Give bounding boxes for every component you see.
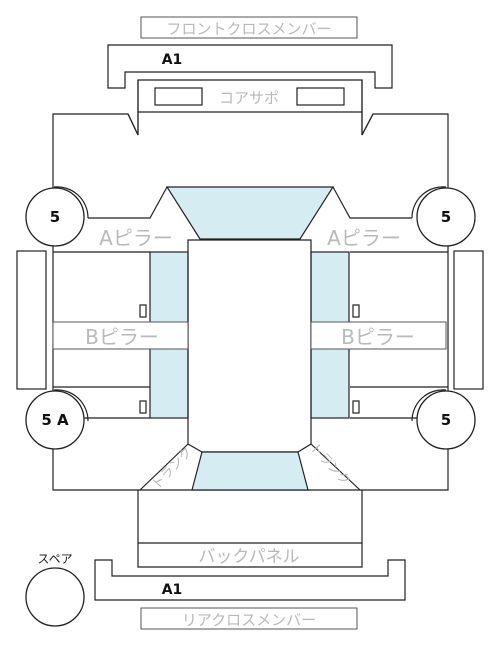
headlight-right — [296, 87, 345, 106]
fender-left-line — [127, 113, 139, 136]
b-pillar-left-band — [52, 321, 189, 350]
side-sill-right — [453, 250, 484, 390]
wheel-arch-rear-right — [411, 389, 447, 422]
b-pillar-right-label: Bピラー — [341, 325, 415, 349]
tire-rear-right — [416, 390, 476, 450]
rear-window — [191, 451, 309, 491]
rear-cross-member-label: リアクロスメンバー — [182, 611, 316, 629]
a-pillar-left-label: Aピラー — [99, 226, 173, 250]
door-handle-front-left — [139, 304, 147, 318]
tire-front-right — [416, 187, 476, 247]
tire-rear-right-grade: 5 — [441, 411, 451, 429]
roof — [187, 239, 312, 453]
tire-front-right-grade: 5 — [441, 208, 451, 226]
fender-right-line — [361, 113, 374, 136]
rear-cross-member-box — [140, 607, 358, 630]
a-pillar-right-label: Aピラー — [327, 226, 401, 250]
rear-section — [137, 490, 363, 568]
core-support-label: コアサポ — [219, 89, 279, 107]
front-bumper-part — [107, 44, 393, 89]
b-pillar-left-label: Bピラー — [85, 325, 159, 349]
door-handle-rear-left — [139, 400, 147, 414]
spare-tire — [25, 567, 85, 627]
trunk-right-label: トランク — [306, 440, 352, 488]
trunk-right-line — [310, 443, 361, 491]
a-pillar-left-outline — [88, 186, 168, 219]
headlight-left — [154, 87, 203, 106]
side-sill-left — [16, 250, 47, 390]
windshield — [165, 186, 335, 240]
wheel-arch-front-right — [411, 186, 447, 219]
door-handle-front-right — [352, 304, 360, 318]
trunk-left-line — [139, 443, 189, 491]
door-handle-rear-right — [352, 400, 360, 414]
tire-front-left — [25, 187, 85, 247]
front-cross-member-label: フロントクロスメンバー — [166, 20, 331, 38]
wheel-arch-rear-left — [53, 389, 89, 422]
body-outline — [52, 79, 449, 491]
tire-rear-left-grade: 5 A — [41, 411, 69, 429]
spare-label: スペア — [37, 552, 72, 566]
tire-rear-left — [25, 390, 85, 450]
rear-bumper-part — [94, 559, 406, 601]
back-panel-label: バックパネル — [198, 547, 299, 567]
rear-bumper-grade: A1 — [162, 582, 183, 598]
front-cross-member-box — [140, 16, 358, 39]
b-pillar-right-band — [310, 321, 447, 350]
wheel-arch-front-left — [53, 186, 89, 219]
front-bumper-grade: A1 — [162, 52, 183, 68]
tire-front-left-grade: 5 — [50, 208, 60, 226]
trunk-left-label: トランク — [149, 444, 195, 492]
a-pillar-right-outline — [332, 186, 412, 219]
